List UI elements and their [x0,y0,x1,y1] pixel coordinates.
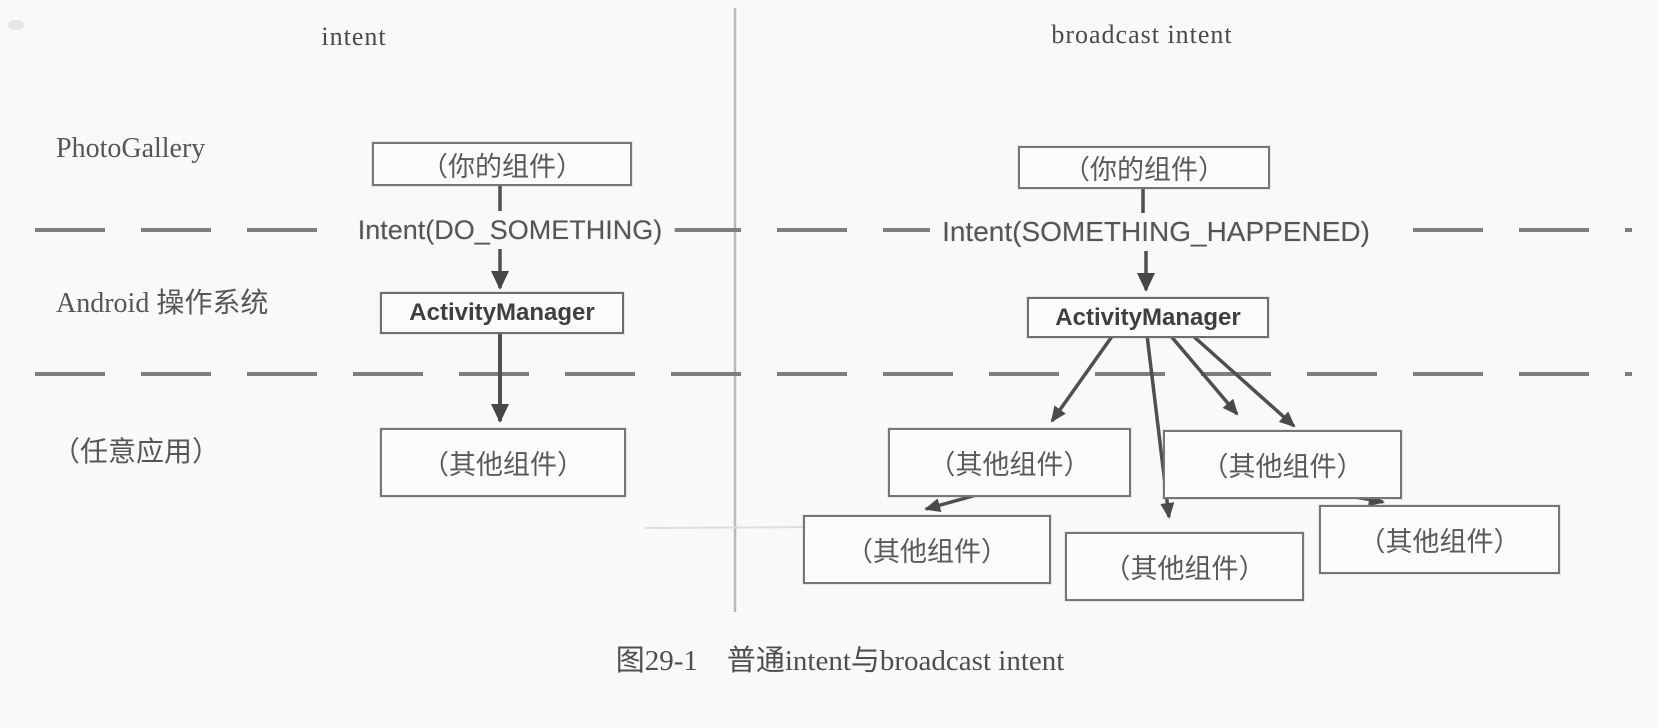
receiver-box-4: （其他组件） [1065,532,1304,601]
receiver-box-1: （其他组件） [888,428,1131,497]
column-header-broadcast-intent: broadcast intent [1051,20,1233,49]
intent-action-label-right: Intent(SOMETHING_HAPPENED) [930,213,1382,251]
broadcast-arrow-to-receiver-2 [1168,333,1239,416]
receiver-box-2: （其他组件） [1163,430,1402,499]
receiver-box-5: （其他组件） [1319,505,1560,574]
broadcast-arrow-to-receiver-2b [1190,333,1296,428]
receiver-box-3: （其他组件） [803,515,1051,584]
intent-action-label-left: Intent(DO_SOMETHING) [345,211,675,249]
broadcast-arrow-to-receiver-1 [1050,333,1115,423]
activity-manager-box-left: ActivityManager [380,292,624,334]
your-component-box-right: （你的组件） [1018,146,1270,189]
your-component-box-left: （你的组件） [372,142,632,186]
scan-streak-line [644,526,833,529]
other-component-box-left: （其他组件） [380,428,626,497]
figure-caption: 图29-1 普通intent与broadcast intent [615,645,1065,677]
column-header-intent: intent [321,22,387,51]
layer-label-android-os: Android 操作系统 [56,288,269,319]
activity-manager-box-right: ActivityManager [1027,297,1269,338]
scan-artifact [8,20,24,30]
layer-label-any-app: （任意应用） [52,437,221,468]
layer-label-photogallery: PhotoGallery [56,133,206,164]
